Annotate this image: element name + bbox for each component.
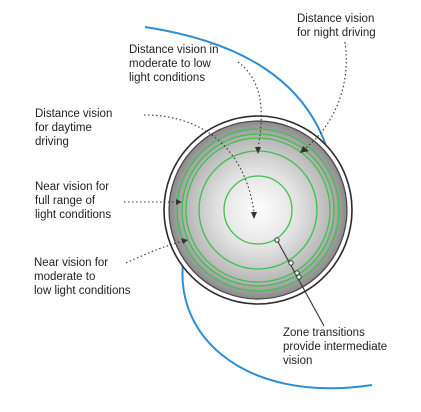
leader-daytime [143,114,255,213]
label-near-full-light: Near vision for full range of light cond… [35,181,112,221]
arrowhead-near-moderate [181,238,188,244]
arrowhead-daytime [251,212,257,219]
transition-marker-outer-2 [296,274,302,280]
arrowhead-night [300,146,309,153]
leader-arrows [124,41,347,264]
label-near-moderate-light: Near vision for moderate to low light co… [34,257,131,297]
arrowheads [176,146,309,244]
lens-body [168,120,348,300]
zone-ring-outer-1 [176,128,340,292]
zone-transition-markers [274,237,302,280]
label-daytime-driving: Distance vision for daytime driving [35,108,113,148]
leader-moderate-distance [237,61,262,149]
arrowhead-moderate-distance [255,147,261,154]
label-zone-transitions: Zone transitions provide intermediate vi… [283,327,388,367]
leader-near-moderate [125,240,184,264]
zone-ring-outer-2 [181,133,335,287]
label-distance-moderate-light: Distance vision in moderate to low light… [129,44,219,84]
zone-transition-pointer [276,239,325,327]
zone-ring-inner [223,175,293,245]
upper-eyelid-curve [144,26,334,173]
transition-marker-middle [288,260,294,266]
lower-eyelid-curve [181,246,373,390]
zone-ring-outer-3 [185,137,331,283]
transition-marker-inner [274,237,280,243]
label-night-driving: Distance vision for night driving [297,13,376,39]
arrowhead-near-full [176,199,182,205]
